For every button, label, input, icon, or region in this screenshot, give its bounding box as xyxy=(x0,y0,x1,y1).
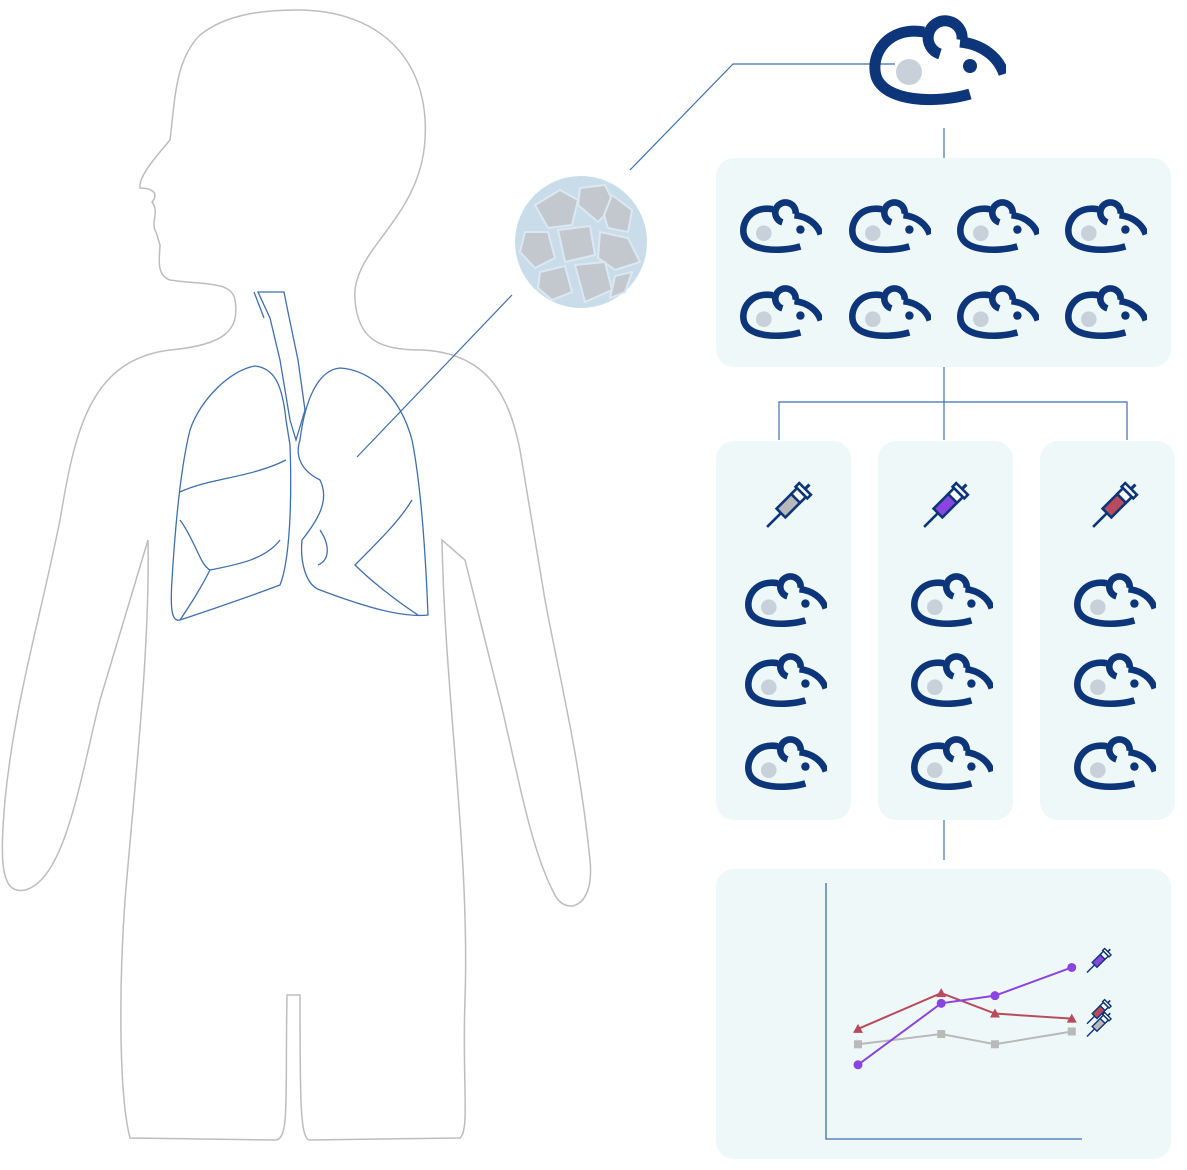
cohort-panel xyxy=(716,158,1171,367)
data-point-control xyxy=(937,1030,946,1039)
data-point-control xyxy=(1067,1027,1076,1036)
data-point-control xyxy=(990,1040,999,1049)
group-panel-control xyxy=(716,441,851,820)
human-body-icon xyxy=(1,9,592,1141)
data-point-treatment-b xyxy=(853,1023,863,1033)
connector-lines xyxy=(356,63,1128,860)
data-point-treatment-a xyxy=(936,998,946,1008)
data-point-treatment-a xyxy=(853,1060,863,1070)
results-panel xyxy=(716,869,1171,1159)
series-line-control xyxy=(857,1030,1072,1046)
tissue-sample-icon xyxy=(515,176,647,308)
chart-axes xyxy=(825,883,1082,1140)
series-line-treatment-b xyxy=(857,992,1072,1030)
group-panel-treatment-b xyxy=(1040,441,1175,820)
lungs-icon xyxy=(170,291,429,621)
group-panel-treatment-a xyxy=(878,441,1013,820)
data-point-treatment-a xyxy=(990,991,1000,1001)
data-point-treatment-b xyxy=(989,1008,1000,1018)
source-mouse-icon xyxy=(875,21,1004,100)
results-chart xyxy=(825,883,1115,1140)
data-point-treatment-a xyxy=(1067,962,1077,972)
data-point-treatment-b xyxy=(1066,1013,1077,1023)
data-point-treatment-b xyxy=(936,988,947,998)
data-point-control xyxy=(854,1040,862,1049)
series-line-treatment-a xyxy=(857,966,1073,1066)
